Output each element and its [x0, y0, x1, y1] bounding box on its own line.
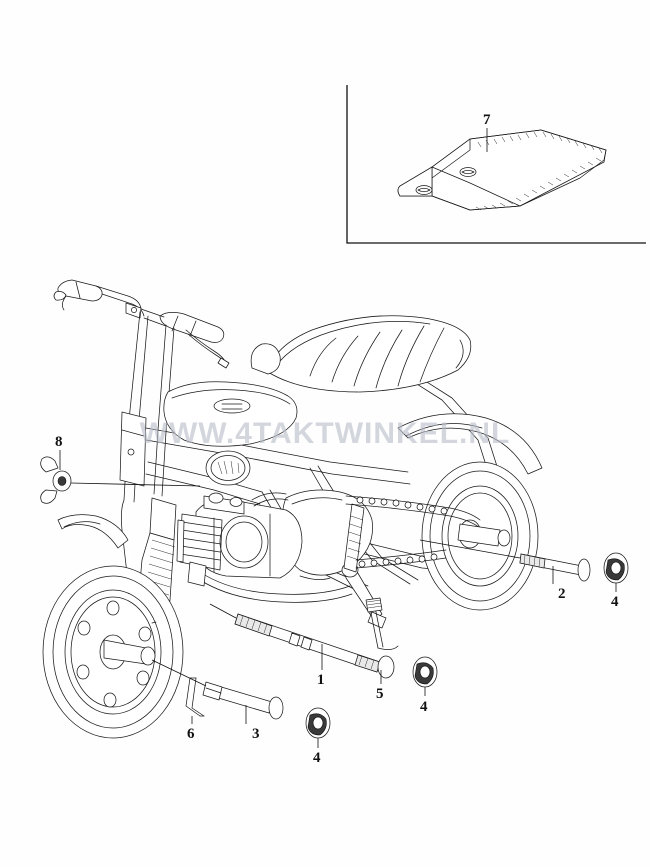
part-nut-rear: 4 — [603, 552, 629, 610]
callout-2: 2 — [558, 586, 566, 602]
callout-6: 6 — [187, 726, 195, 742]
drive-chain — [345, 495, 481, 569]
callout-3: 3 — [252, 726, 260, 742]
minibike-illustration — [42, 279, 543, 739]
part-nut-front: 4 — [305, 707, 331, 766]
handlebar-assembly — [53, 279, 230, 369]
leader-line-2-to-wheel — [419, 539, 521, 559]
callout-4-front: 4 — [313, 750, 321, 766]
part-r-clip: 6 — [185, 677, 205, 742]
part-cotter-pin-5: 5 — [365, 597, 399, 702]
fuel-tank — [163, 381, 298, 486]
inset-frame — [346, 85, 646, 244]
callout-1: 1 — [317, 672, 325, 688]
seat-inset-panel: 7 — [346, 85, 646, 244]
watermark: WWW.4TAKTWINKEL.NL — [140, 417, 511, 450]
rear-fender — [397, 413, 543, 475]
seat-edge-hatching — [475, 131, 603, 211]
front-fender — [57, 514, 129, 549]
callout-5: 5 — [376, 686, 384, 702]
saddle-ribs — [309, 325, 445, 389]
leader-line-3-to-hub — [151, 659, 207, 687]
callout-7: 7 — [483, 112, 491, 128]
leader-line-1-to-frame — [209, 603, 237, 619]
part-long-bolt: 1 — [209, 603, 395, 688]
engine-assembly — [176, 492, 387, 629]
part-nut-mid: 4 — [412, 656, 438, 715]
front-hub-bolts — [76, 600, 152, 708]
callout-4-mid: 4 — [420, 699, 428, 715]
callout-8: 8 — [55, 434, 63, 450]
part-rear-axle-bolt: 2 — [419, 539, 591, 602]
rear-wheel — [345, 461, 539, 611]
seat-mount-holes — [415, 167, 477, 195]
seat-pad-drawing — [397, 129, 607, 211]
bike-saddle — [250, 315, 472, 393]
callout-4-rear: 4 — [611, 594, 619, 610]
front-wheel — [42, 565, 184, 739]
part-wing-nut: 8 — [40, 434, 201, 504]
part-front-axle-bolt: 3 — [151, 659, 284, 742]
